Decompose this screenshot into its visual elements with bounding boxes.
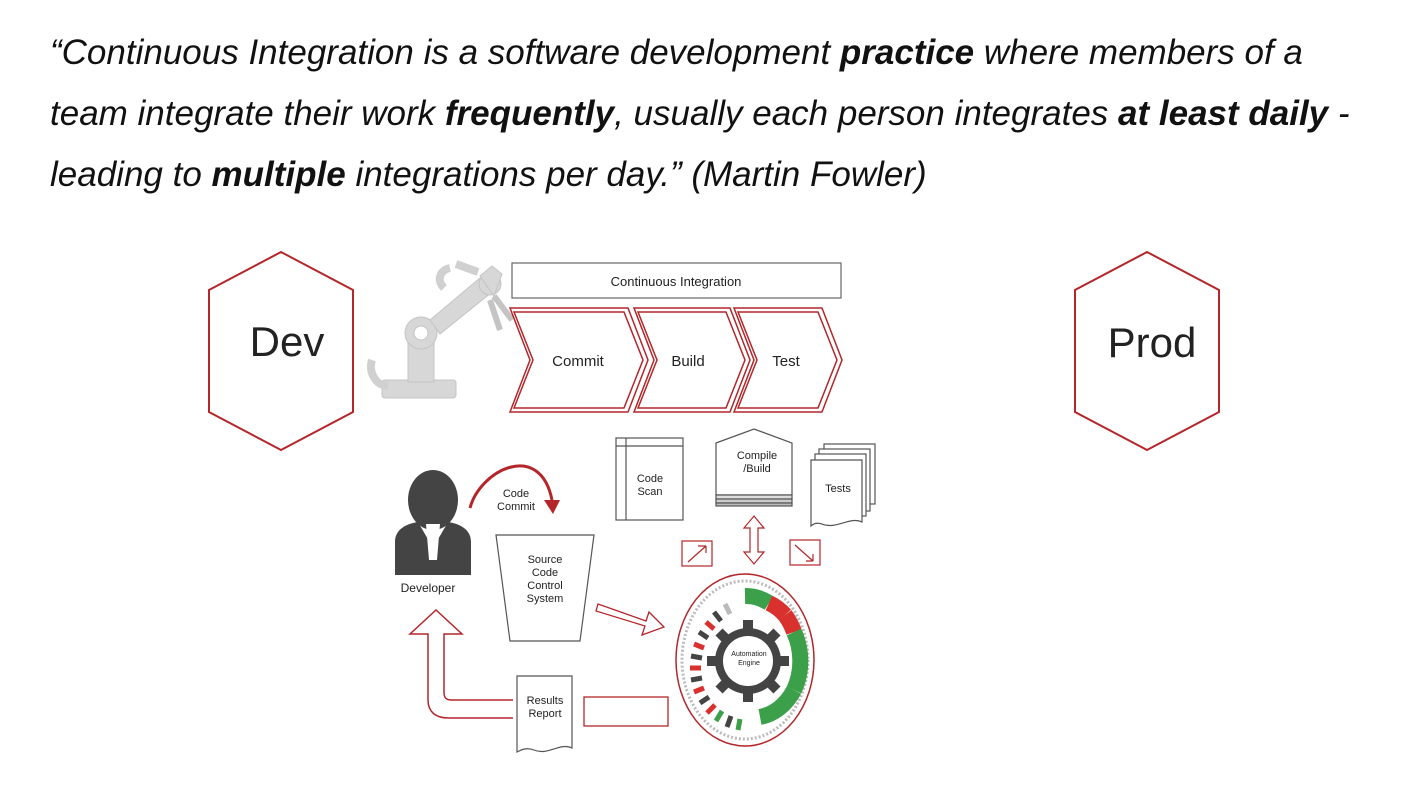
tests-icon xyxy=(810,443,876,528)
feedback-arrows xyxy=(681,515,821,567)
compile-build-icon xyxy=(715,428,793,507)
stage-commit-label: Commit xyxy=(552,353,604,370)
dev-hexagon: Dev xyxy=(208,250,354,452)
ci-header-label: Continuous Integration xyxy=(611,274,742,289)
quote-emphasis: frequently xyxy=(444,94,615,133)
prod-hexagon: Prod xyxy=(1074,250,1220,452)
compile-label-2: /Build xyxy=(743,463,771,475)
stage-test-label: Test xyxy=(772,353,800,370)
ci-header: Continuous Integration xyxy=(511,262,842,299)
prod-label: Prod xyxy=(1108,319,1197,366)
code-scan-label-1: Code xyxy=(637,473,663,485)
scm-label-3: Control xyxy=(527,580,562,592)
quote-text: integrations per day.” (Martin Fowler) xyxy=(345,155,927,194)
stage-build-chevron xyxy=(632,307,751,413)
results-to-developer-arrow xyxy=(408,608,513,719)
quote-emphasis: at least daily xyxy=(1118,94,1329,133)
stage-commit-chevron xyxy=(508,307,649,413)
results-label-2: Report xyxy=(528,708,561,720)
quote-emphasis: multiple xyxy=(211,155,346,194)
engine-label-2: Engine xyxy=(738,660,760,667)
dev-label: Dev xyxy=(250,318,325,365)
quote-text: where members of a team integrate their … xyxy=(50,33,1303,133)
code-scan-icon xyxy=(615,437,684,521)
engine-to-results-arrow xyxy=(583,696,669,727)
results-report-icon xyxy=(516,675,573,753)
fowler-quote: “Continuous Integration is a software de… xyxy=(50,22,1380,205)
code-commit-arrow xyxy=(468,464,560,514)
stage-chevrons xyxy=(508,307,843,413)
automation-engine-icon xyxy=(675,573,815,747)
stage-test-chevron xyxy=(732,307,843,413)
quote-text: “Continuous Integration is a software de… xyxy=(50,33,840,72)
developer-icon xyxy=(395,470,471,575)
developer-label: Developer xyxy=(401,581,456,595)
robot-arm-icon xyxy=(367,260,515,399)
results-label-1: Results xyxy=(527,695,564,707)
quote-text: , usually each person integrates xyxy=(614,94,1119,133)
code-scan-label-2: Scan xyxy=(637,486,662,498)
quote-text: - leading to xyxy=(50,94,1350,194)
code-commit-label-2: Commit xyxy=(497,501,535,513)
scm-label-4: System xyxy=(527,593,564,605)
scm-label-2: Code xyxy=(532,567,558,579)
scm-label-1: Source xyxy=(528,554,563,566)
engine-label-1: Automation xyxy=(731,651,767,658)
compile-label-1: Compile xyxy=(737,450,777,462)
code-commit-label-1: Code xyxy=(503,488,529,500)
tests-label: Tests xyxy=(825,483,851,495)
scm-to-engine-arrow xyxy=(595,603,666,637)
stage-build-label: Build xyxy=(671,353,704,370)
quote-emphasis: practice xyxy=(839,33,975,72)
source-control-icon xyxy=(495,534,595,642)
